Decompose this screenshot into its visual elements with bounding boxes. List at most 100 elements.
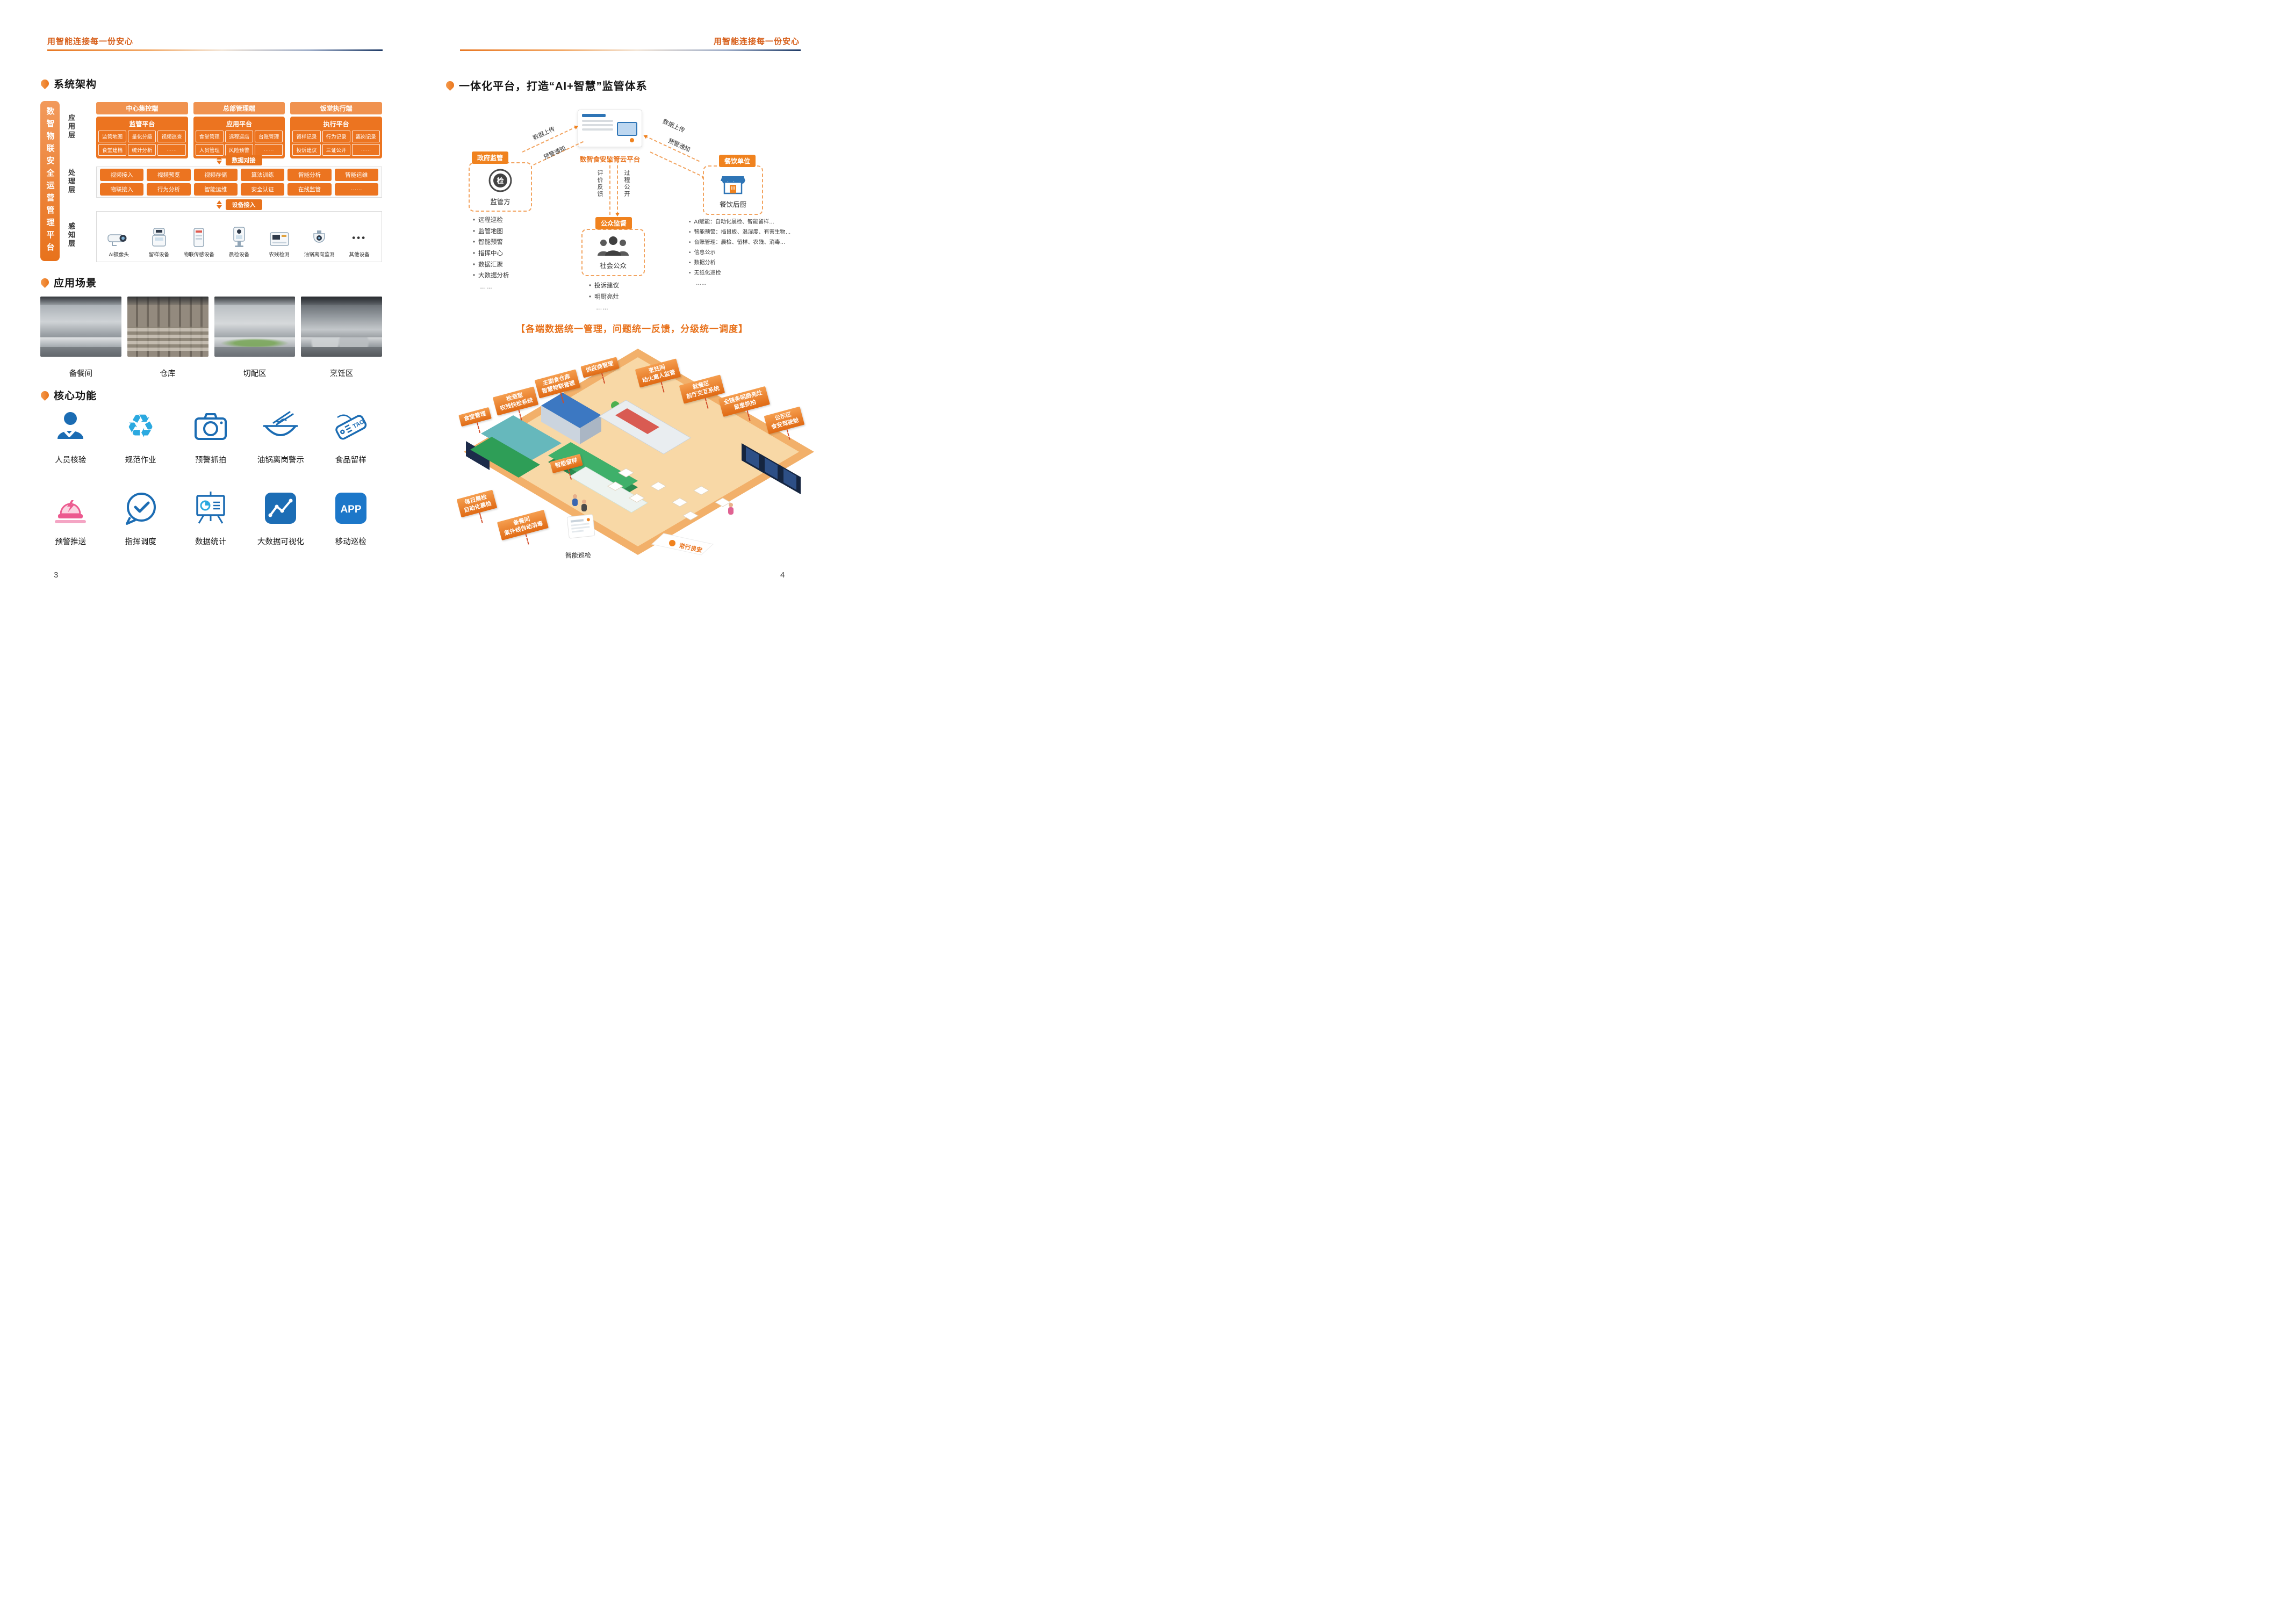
function-statistics: 数据统计: [176, 488, 246, 547]
unified-management-slogan: 【各端数据统一管理，问题统一反馈，分级统一调度】: [516, 324, 748, 334]
scenario-labels: 备餐间 仓库 切配区 烹饪区: [40, 367, 382, 379]
process-item: 视频存储: [193, 169, 238, 182]
function-food-sampling: TAG 食品留样: [316, 406, 386, 465]
arch-cell: 量化分级: [128, 131, 156, 142]
page-number-left: 3: [54, 571, 59, 580]
process-item: 物联接入: [100, 183, 144, 196]
arrow-label-feedback: 评价反馈: [596, 170, 603, 198]
section-bullet-icon: [39, 389, 51, 401]
arch-column-canteen: 饭堂执行端 执行平台 留样记录 行为记录 离岗记录 投诉建议 三证公开 ……: [290, 102, 383, 158]
function-dispatch: 指挥调度: [105, 488, 175, 547]
arch-cell: 投诉建议: [292, 144, 321, 156]
alarm-beacon-icon: [52, 488, 89, 529]
cloud-platform-card: [578, 110, 642, 147]
camera-icon: [192, 406, 229, 447]
iot-sensor-icon: [191, 225, 207, 248]
mock-screen: [617, 122, 637, 136]
isometric-floor-illustration: 常行良安: [464, 349, 814, 555]
process-item: 智能分析: [287, 169, 332, 182]
section-platform-title: 一体化平台，打造“AI+智慧”监管体系: [444, 77, 648, 93]
arch-column-headquarters: 总部管理端 应用平台 食堂管理 远程巡店 台账管理 人员管理 风险预警 ……: [193, 102, 285, 158]
tag-icon: TAG: [332, 406, 370, 447]
arch-cell: 统计分析: [128, 144, 156, 156]
arch-cell: 食堂建档: [98, 144, 127, 156]
header-rule-right: [460, 49, 801, 51]
data-link-connector: 数据对接: [96, 154, 382, 165]
up-down-arrow-icon: [216, 200, 222, 209]
svg-text:检: 检: [497, 177, 504, 185]
inspection-seal-icon: 检: [488, 169, 512, 192]
process-item: 智能运维: [334, 169, 378, 182]
perception-layer-panel: AI摄像头 留样设备 物联传感设备 晨检设备: [96, 211, 382, 262]
arrow-label: 数据上传: [662, 118, 686, 134]
section-bullet-icon: [444, 79, 456, 91]
smart-canteen-isometric-scene: 常行良安 食堂管理 检测室 农残快检系统 主副食仓库 智慧物联管理 供应商管理 …: [438, 341, 822, 569]
unit-bullet-list: •AI赋能：自动化晨检、智能留样… •智能预警：挡鼠板、温湿度、有害生物… •台…: [689, 219, 791, 286]
up-down-arrow-icon: [216, 155, 222, 164]
section-functions-title: 核心功能: [39, 388, 97, 402]
arch-cell: 行为记录: [322, 131, 350, 142]
mock-header-bar: [582, 114, 606, 117]
device-link-connector: 设备接入: [96, 199, 382, 210]
application-layer-columns: 中心集控端 监管平台 监管地图 量化分级 视频巡查 食堂建档 统计分析 …… 总…: [96, 102, 383, 158]
process-item: 行为分析: [147, 183, 191, 196]
section-bullet-icon: [39, 276, 51, 288]
ai-camera-icon: [107, 225, 131, 248]
process-item: 在线监管: [287, 183, 332, 196]
arrow-feedback-up: [608, 158, 612, 215]
scenario-label: 仓库: [160, 370, 176, 378]
device-others: ••• 其他设备: [349, 233, 370, 258]
arch-cell: 留样记录: [292, 131, 321, 142]
catering-unit-badge: 餐饮单位: [719, 155, 756, 167]
catering-unit-card: 餐饮后厨: [703, 165, 763, 215]
function-big-data-visual: 大数据可视化: [246, 488, 315, 547]
function-alert-push: 预警推送: [35, 488, 105, 547]
gov-supervision-badge: 政府监管: [472, 151, 509, 164]
platform-name-bar: 数智物联安全运营管理平台: [40, 101, 60, 261]
process-item: 视频接入: [100, 169, 144, 182]
section-architecture-title: 系统架构: [39, 76, 97, 91]
function-wok-leave-alert: 油锅离岗警示: [246, 406, 315, 465]
process-item: 智能运维: [193, 183, 238, 196]
scene-caption-smart-inspection: 智能巡检: [565, 552, 591, 559]
person-verify-icon: [52, 406, 89, 447]
arrow-label: 数据上传: [531, 126, 556, 142]
device-ai-camera: AI摄像头: [99, 225, 138, 258]
scenario-photo-prep-room: [40, 297, 121, 357]
function-standard-operation: ♻ 规范作业: [105, 406, 175, 465]
more-devices-icon: •••: [352, 233, 367, 243]
scenario-label: 备餐间: [69, 370, 93, 378]
process-item: 算法训练: [240, 169, 285, 182]
layer-label-application: 应用层: [67, 114, 75, 140]
arch-cell: 离岗记录: [351, 131, 380, 142]
device-wok-monitor: 油锅离岗监测: [300, 225, 339, 258]
recycle-icon: ♻: [126, 408, 155, 445]
layer-label-processing: 处理层: [67, 169, 75, 194]
function-person-verify: 人员核验: [35, 406, 105, 465]
arrow-label-open-process: 过程公开: [623, 170, 630, 198]
public-bullet-list: •投诉建议 •明厨亮灶 ……: [589, 283, 620, 312]
integrated-platform-diagram: 数智食安监管云平台 数据上传 预警通知 数据上传 预警通知 评价反馈 过程公开 …: [454, 102, 814, 321]
arch-cell: ……: [255, 144, 283, 156]
arch-cell: 人员管理: [195, 144, 224, 156]
wok-monitor-camera-icon: [310, 225, 329, 248]
arch-cell: 监管地图: [98, 131, 127, 142]
page-number-right: 4: [780, 571, 785, 580]
wok-icon: [262, 406, 299, 447]
statistics-board-icon: [192, 488, 229, 529]
process-item: 安全认证: [240, 183, 285, 196]
arch-cell: ……: [351, 144, 380, 156]
process-item: ……: [334, 183, 378, 196]
page-header-right: 用智能连接每一份安心: [713, 37, 800, 46]
public-card: 社会公众: [581, 229, 645, 276]
sampling-robot-icon: [149, 225, 169, 248]
arrow-unit-notify: [650, 151, 705, 178]
arch-cell: 视频巡查: [157, 131, 186, 142]
device-pesticide-test: 农残检测: [260, 225, 299, 258]
check-bubble-icon: [122, 488, 160, 529]
big-data-chart-icon: [262, 488, 299, 529]
function-mobile-inspection: APP 移动巡检: [316, 488, 386, 547]
function-alert-capture: 预警抓拍: [176, 406, 246, 465]
device-iot-sensor: 物联传感设备: [179, 225, 218, 258]
morning-check-kiosk-icon: [231, 225, 247, 248]
